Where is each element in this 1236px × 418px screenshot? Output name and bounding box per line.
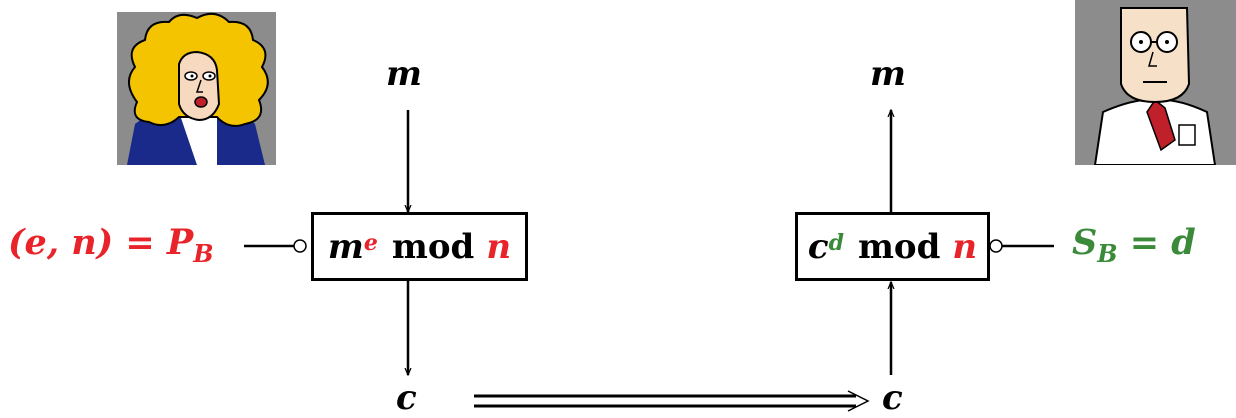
encrypt-output-label: c <box>396 378 417 418</box>
encrypt-base: m <box>327 226 364 267</box>
secret-key-label: SB = d <box>1072 222 1196 268</box>
encrypt-mod: mod <box>391 226 475 267</box>
channel-double-arrow <box>474 390 870 412</box>
decrypt-mod: mod <box>857 226 941 267</box>
encrypt-modulus: n <box>486 226 512 267</box>
secret-key-subscript: B <box>1097 239 1118 268</box>
encrypt-input-label: m <box>386 54 422 94</box>
secret-key-prefix: S <box>1072 222 1098 263</box>
decrypt-base: c <box>807 226 829 267</box>
public-key-text: (e, n) = P <box>8 222 194 263</box>
decrypt-modulus: n <box>952 226 978 267</box>
alice-portrait <box>117 12 276 165</box>
bob-portrait <box>1075 0 1236 165</box>
secret-key-suffix: = d <box>1117 222 1196 263</box>
decrypt-input-label: c <box>882 378 903 418</box>
public-key-subscript: B <box>193 239 214 268</box>
decrypt-output-label: m <box>870 54 906 94</box>
encrypt-exponent: e <box>363 229 378 256</box>
public-key-label: (e, n) = PB <box>8 222 214 268</box>
decrypt-exponent: d <box>828 229 844 256</box>
